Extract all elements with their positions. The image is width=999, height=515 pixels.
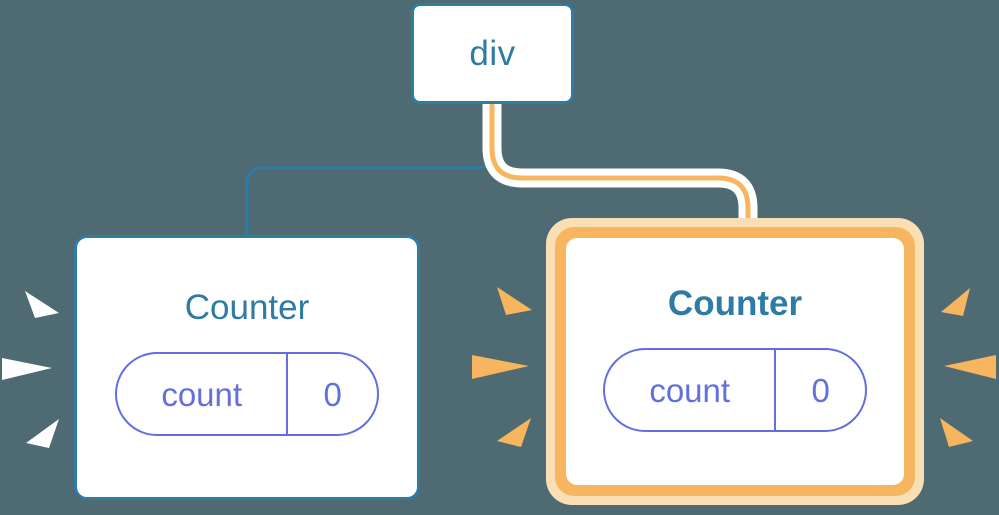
sparkle-icon — [472, 355, 529, 379]
state-value-label: 0 — [811, 371, 830, 409]
node-counter-left[interactable]: Counter count 0 — [74, 235, 420, 500]
node-div-label: div — [469, 34, 516, 73]
node-div[interactable]: div — [411, 3, 574, 104]
sparkle-icon — [26, 419, 59, 448]
node-counter-right-ring: Counter count 0 — [555, 227, 915, 496]
sparkle-icon — [941, 288, 970, 316]
state-value-label: 0 — [323, 375, 342, 413]
state-pill-counter-right: count 0 — [603, 348, 867, 432]
sparkle-icon — [940, 418, 973, 447]
sparkle-icon — [944, 355, 996, 379]
state-pill-counter-left: count 0 — [115, 352, 379, 436]
sparkle-burst-counter-left — [2, 291, 59, 448]
sparkle-icon — [25, 291, 59, 318]
sparkle-burst-counter-right-right — [940, 288, 996, 447]
node-counter-right-label: Counter — [667, 284, 803, 323]
sparkle-burst-counter-right-left — [472, 287, 532, 447]
node-counter-left-label: Counter — [184, 288, 310, 327]
node-counter-right[interactable]: Counter count 0 — [566, 238, 904, 485]
sparkle-icon — [2, 358, 52, 380]
state-key-label: count — [117, 354, 289, 434]
sparkle-icon — [497, 287, 532, 315]
sparkle-icon — [497, 418, 531, 447]
node-counter-right-glow: Counter count 0 — [546, 218, 924, 505]
state-key-label: count — [605, 350, 777, 430]
edge-root-to-counter-left — [245, 104, 494, 236]
